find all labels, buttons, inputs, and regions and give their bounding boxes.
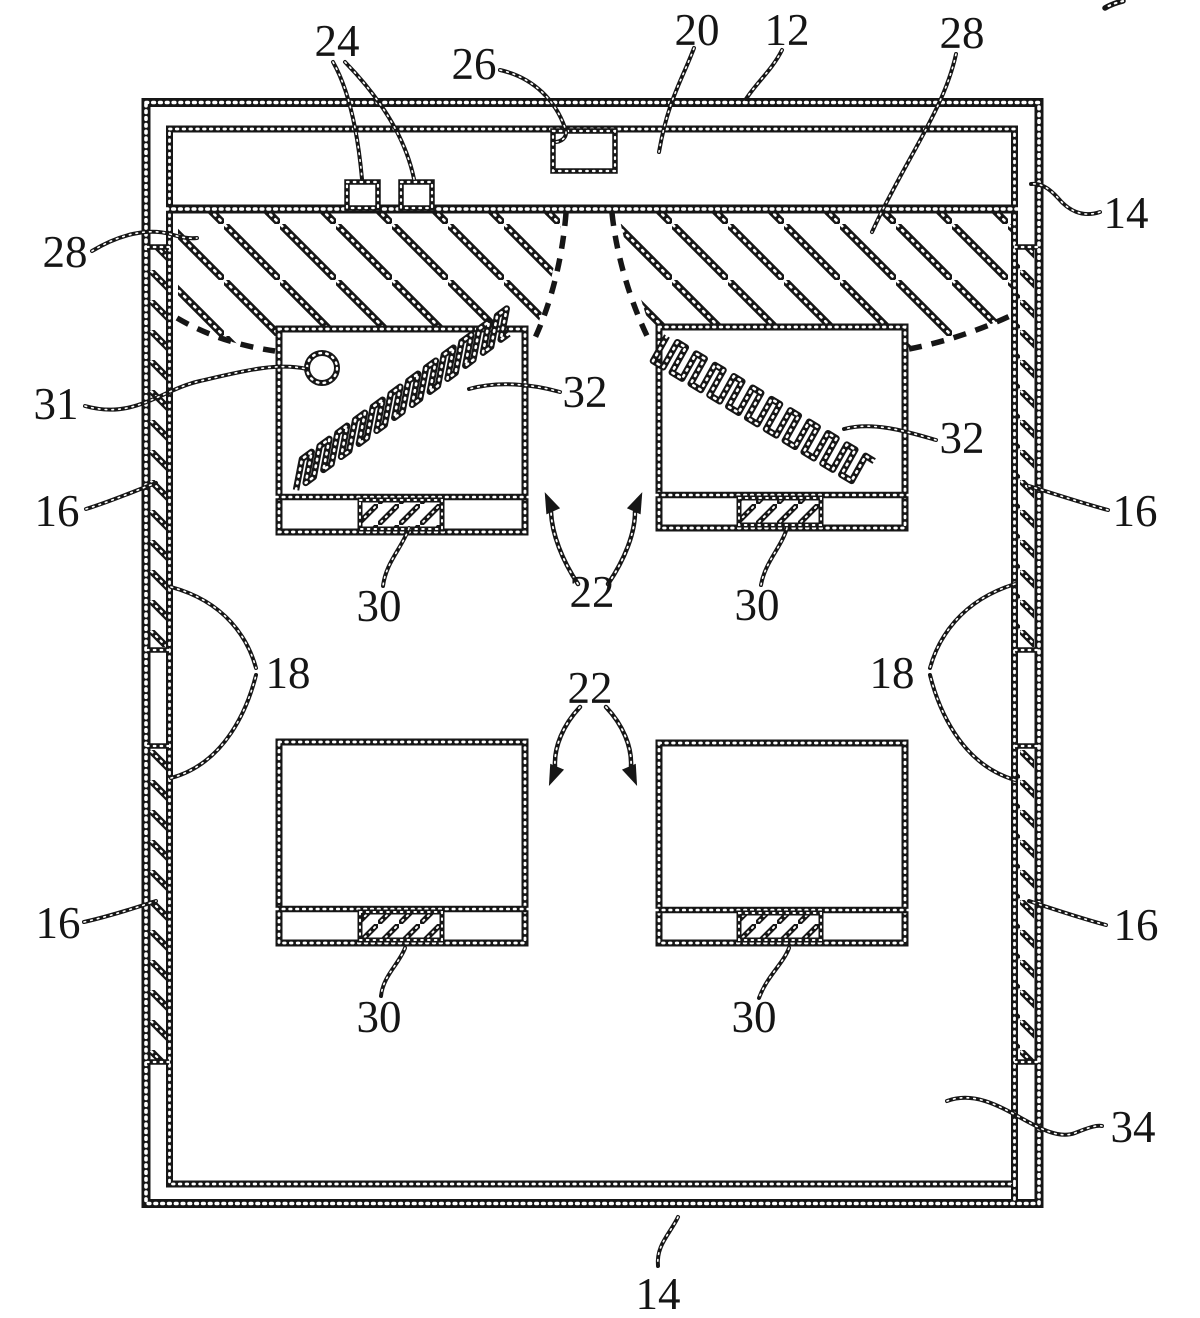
dashed-arc-left: [175, 315, 276, 354]
leader-30-lower-right: [757, 946, 791, 1000]
brace-pointer-18-left: [169, 585, 258, 780]
ref-label-28-top-right: 28: [940, 8, 985, 58]
wall-cavity-16-left-upper: [150, 249, 166, 647]
cropped-leader-top-right: [1102, 0, 1126, 11]
hatched-pad-30-upper-right: [736, 495, 824, 528]
wall-cavity-16-right-lower: [1018, 748, 1034, 1060]
ref-label-20: 20: [675, 5, 720, 55]
ref-label-32-left: 32: [563, 367, 608, 417]
ref-label-16-left-upper: 16: [35, 486, 80, 536]
ref-label-32-right: 32: [940, 413, 985, 463]
wall-cavity-caps: [145, 244, 1039, 1065]
arrowhead-down-right: [621, 763, 638, 786]
leader-14-bottom: [655, 1215, 680, 1268]
arrowhead-down-left: [548, 763, 565, 786]
reference-labels: 24 26 20 12 28 14 28 31 16 16 32 32 30 3…: [34, 5, 1159, 1318]
flow-arrows-22-upper: [544, 492, 643, 587]
flow-arrows-22-lower: [548, 704, 638, 786]
sensor-block-26: [550, 128, 618, 174]
ref-label-22-upper: 22: [570, 567, 615, 617]
dashed-funnel-right: [609, 212, 653, 344]
ref-label-16-left-lower: 16: [36, 898, 81, 948]
hatched-pad-30-lower-right: [736, 910, 824, 943]
ref-label-18-left: 18: [266, 648, 311, 698]
ref-label-26: 26: [452, 39, 497, 89]
hatched-region-28-right: [618, 211, 1012, 349]
ref-label-22-lower: 22: [568, 663, 613, 713]
emitter-block-24-right: [398, 179, 435, 211]
hatched-pad-30-upper-left: [357, 497, 445, 532]
ref-label-16-right-upper: 16: [1113, 486, 1158, 536]
wall-cavity-16-left-lower: [150, 748, 166, 1060]
emitter-block-24-left: [344, 179, 381, 211]
ref-label-14-right: 14: [1104, 188, 1149, 238]
ref-label-14-bottom: 14: [636, 1269, 681, 1318]
wall-cavity-16-right-upper: [1018, 249, 1034, 647]
ref-label-34: 34: [1111, 1102, 1156, 1152]
dashed-arc-right: [908, 312, 1014, 352]
ref-label-12: 12: [765, 5, 810, 55]
leader-30-upper-left: [381, 526, 411, 588]
arrowhead-up-right: [626, 492, 643, 515]
hatched-region-28-left: [178, 211, 562, 352]
ref-label-16-right-lower: 16: [1114, 900, 1159, 950]
ref-label-30-upper-left: 30: [357, 581, 402, 631]
leader-34: [945, 1095, 1104, 1137]
ref-label-30-lower-right: 30: [732, 992, 777, 1042]
leader-12: [744, 48, 784, 101]
leader-lines: [82, 0, 1126, 1268]
leader-30-upper-right: [759, 526, 789, 587]
leader-31: [83, 364, 309, 412]
ref-label-28-left: 28: [43, 227, 88, 277]
leader-24-a: [331, 60, 364, 181]
brace-pointer-18-right: [928, 582, 1017, 782]
dashed-boundary-curves: [175, 212, 1014, 354]
hatched-pad-30-lower-left: [357, 909, 445, 943]
arrowhead-up-left: [544, 492, 561, 515]
ref-label-18-right: 18: [870, 648, 915, 698]
ref-label-31: 31: [34, 379, 79, 429]
dashed-funnel-left: [531, 212, 569, 342]
ref-label-24: 24: [315, 16, 360, 66]
ref-label-30-lower-left: 30: [357, 992, 402, 1042]
ref-label-30-upper-right: 30: [735, 580, 780, 630]
